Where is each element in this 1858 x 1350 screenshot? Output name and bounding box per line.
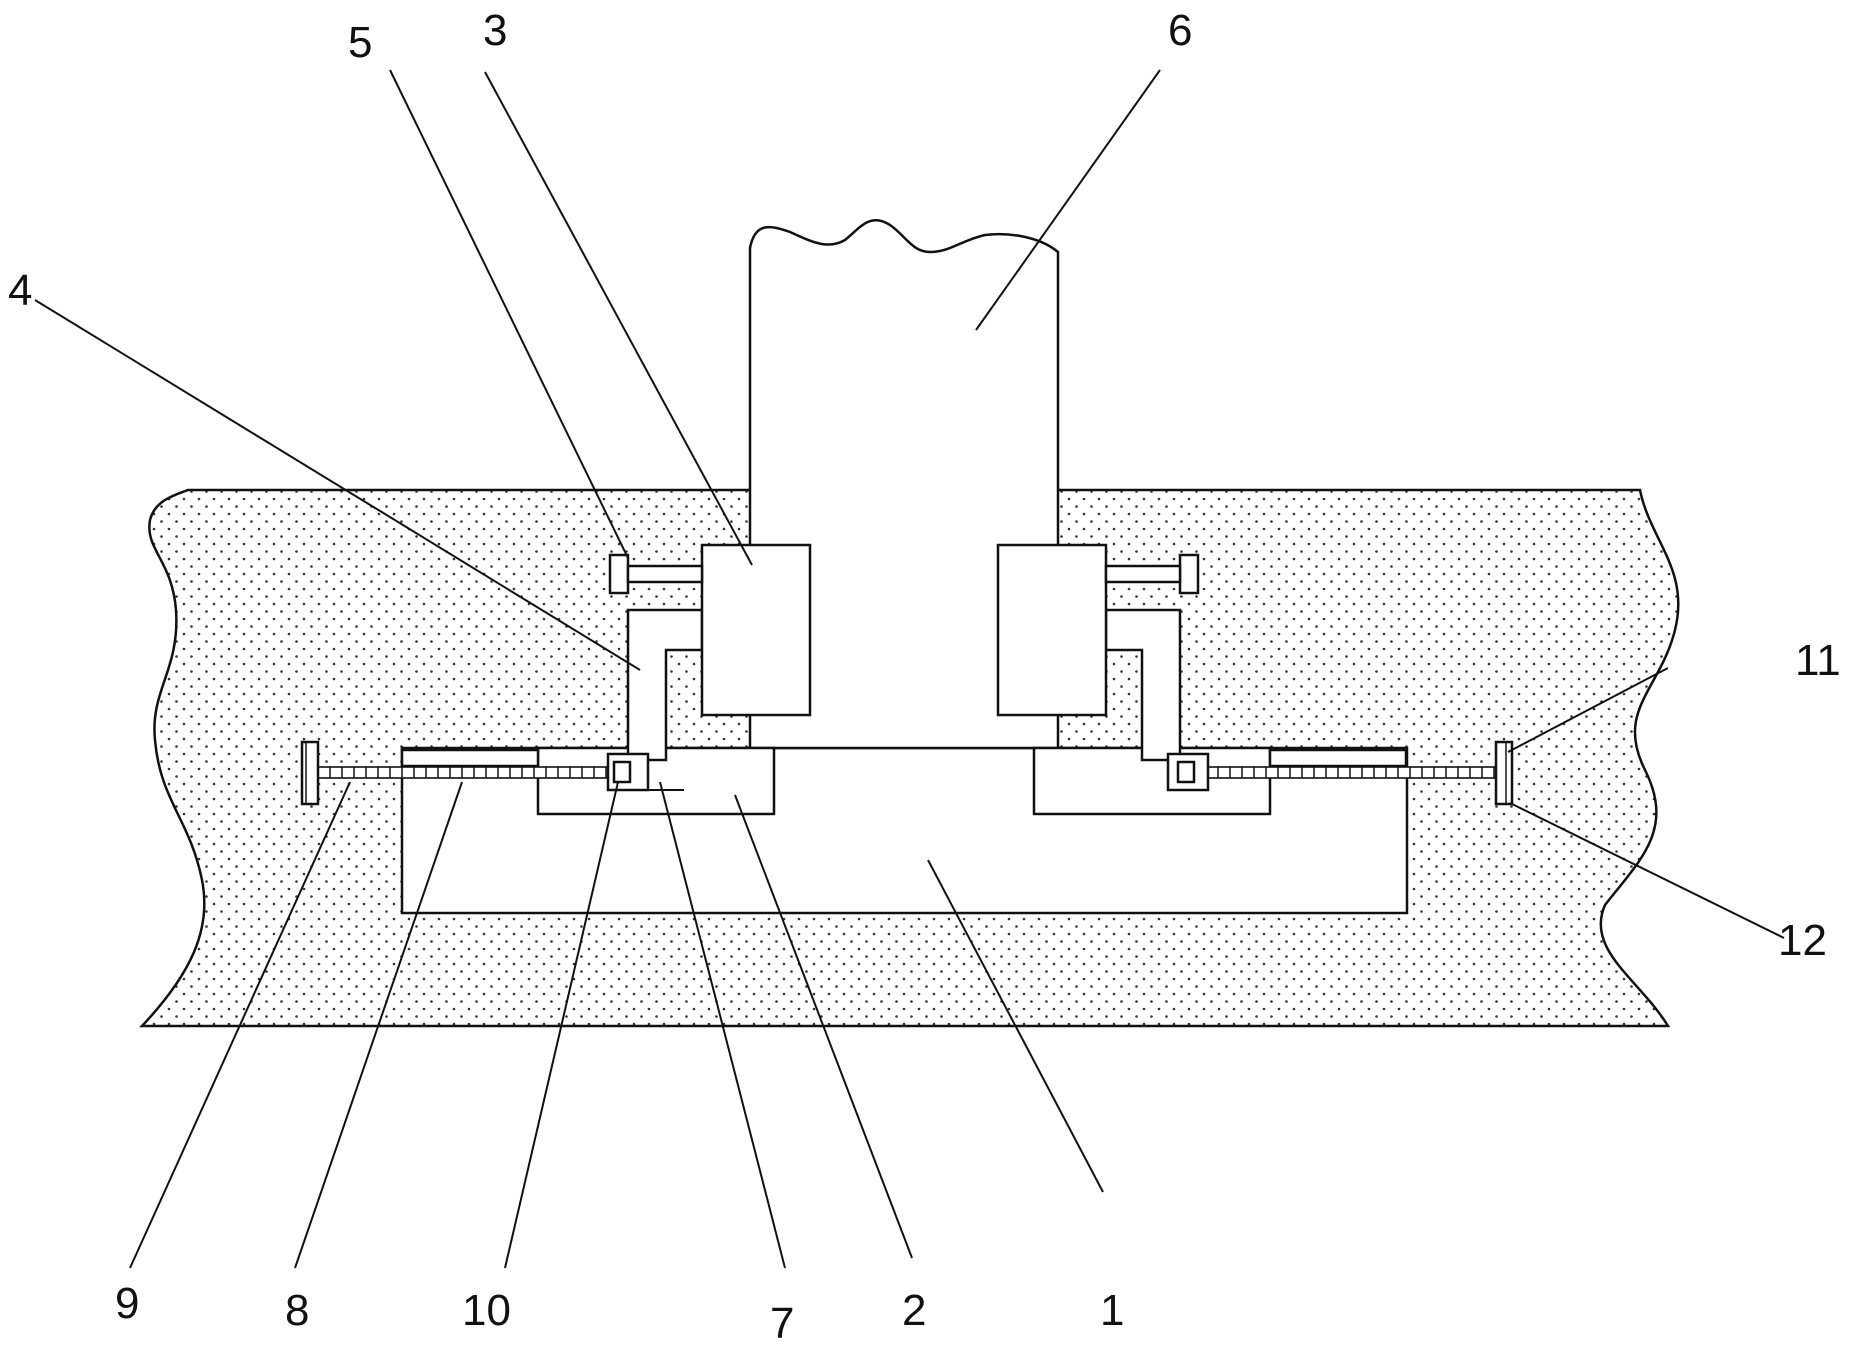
- part-2-clamp-block-right: [1032, 746, 1272, 816]
- label-3: 3: [483, 6, 507, 55]
- label-8: 8: [285, 1286, 309, 1335]
- part-9-lead-screw-left: [317, 766, 649, 779]
- part-10-nut-right: [1166, 752, 1210, 792]
- label-1: 1: [1100, 1286, 1124, 1335]
- part-11-handwheel-right: [1494, 740, 1514, 806]
- part-3-block-right: [996, 543, 1108, 717]
- label-5: 5: [348, 18, 372, 67]
- part-3-block-left: [700, 543, 812, 717]
- label-10: 10: [462, 1286, 511, 1335]
- part-9-lead-screw-right: [1169, 766, 1497, 779]
- label-2: 2: [902, 1286, 926, 1335]
- part-5-bolt-left: [608, 553, 704, 595]
- part-10-nut-left: [606, 752, 650, 792]
- part-5-bolt-right: [1104, 553, 1200, 595]
- label-11: 11: [1795, 636, 1841, 685]
- label-4: 4: [8, 266, 32, 315]
- part-11-handwheel-left: [300, 740, 320, 806]
- part-8-guide-rail-left: [400, 748, 540, 768]
- leader-lines: [34, 69, 1785, 1269]
- part-6-column: [748, 218, 1060, 750]
- label-9: 9: [115, 1279, 139, 1328]
- label-12: 12: [1778, 916, 1827, 965]
- label-6: 6: [1168, 6, 1192, 55]
- part-8-guide-rail-right: [1268, 748, 1408, 768]
- label-7: 7: [770, 1299, 794, 1348]
